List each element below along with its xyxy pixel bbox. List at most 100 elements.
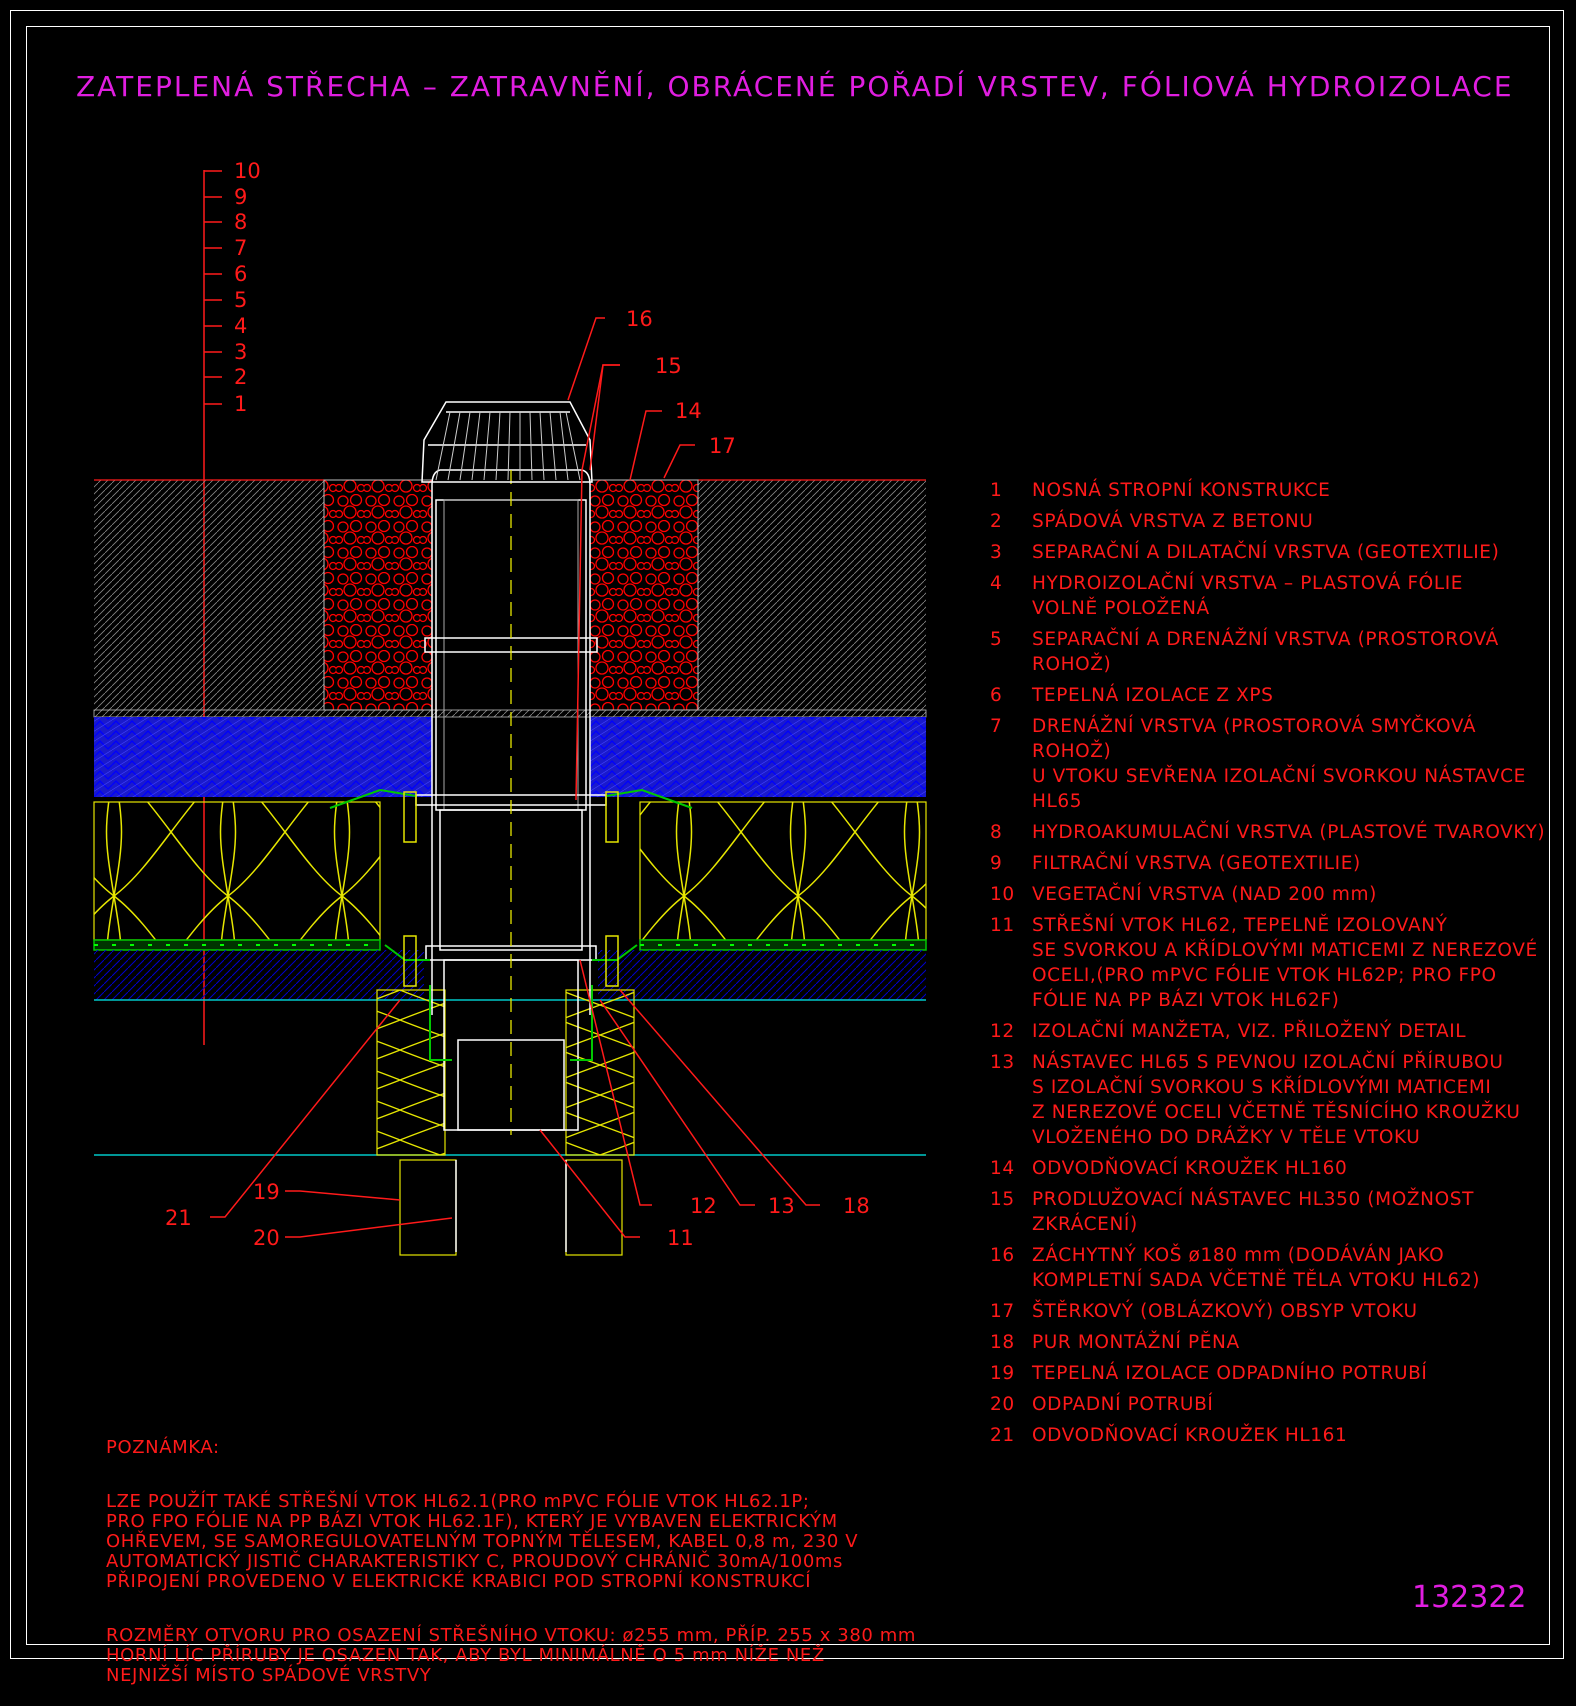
legend-item-number: 16 [990, 1245, 1015, 1266]
callout-16: 16 [626, 307, 653, 331]
callout-20: 20 [253, 1226, 280, 1250]
legend-item: 14 ODVODŇOVACÍ KROUŽEK HL160 [990, 1156, 1550, 1181]
legend-item-text: SPÁDOVÁ VRSTVA Z BETONU [1032, 511, 1314, 532]
xps-layer-left [94, 717, 432, 797]
legend-item: 16 ZÁCHYTNÝ KOŠ ø180 mm (DODÁVÁN JAKO KOM… [990, 1243, 1550, 1293]
legend-item-number: 1 [990, 480, 1003, 501]
legend-item-number: 5 [990, 629, 1003, 650]
legend-item-text: TEPELNÁ IZOLACE ODPADNÍHO POTRUBÍ [1032, 1363, 1428, 1384]
legend-item-number: 11 [990, 915, 1015, 936]
concrete-slope-right [598, 950, 926, 1000]
callout-19: 19 [253, 1180, 280, 1204]
layer-scale-label-10: 10 [234, 159, 261, 183]
gravel-surround-right [589, 479, 699, 711]
layer-scale-label-4: 4 [234, 314, 247, 338]
layer-scale-label-1: 1 [234, 392, 247, 416]
callout-11: 11 [667, 1226, 694, 1250]
legend-item: 9 FILTRAČNÍ VRSTVA (GEOTEXTILIE) [990, 851, 1550, 876]
leader-lines [210, 317, 820, 1238]
legend-item-number: 13 [990, 1052, 1015, 1073]
layer-scale-label-6: 6 [234, 262, 247, 286]
legend-item: 20 ODPADNÍ POTRUBÍ [990, 1392, 1550, 1417]
legend-item: 18 PUR MONTÁŽNÍ PĚNA [990, 1330, 1550, 1355]
legend-item-number: 7 [990, 716, 1003, 737]
legend-item-text: IZOLAČNÍ MANŽETA, VIZ. PŘILOŽENÝ DETAIL [1032, 1021, 1467, 1042]
legend-item-text: STŘEŠNÍ VTOK HL62, TEPELNĚ IZOLOVANÝ SE … [1032, 915, 1538, 1011]
xps-layer-right [590, 717, 926, 797]
legend-item-text: ŠTĚRKOVÝ (OBLÁZKOVÝ) OBSYP VTOKU [1032, 1301, 1418, 1322]
callout-13: 13 [768, 1194, 795, 1218]
callout-17: 17 [709, 434, 736, 458]
legend-item-text: SEPARAČNÍ A DILATAČNÍ VRSTVA (GEOTEXTILI… [1032, 542, 1500, 563]
section-drawing: 10 9 8 7 6 5 4 3 2 1 [93, 159, 927, 1256]
drawing-frame-outer [10, 10, 1564, 1659]
gravel-surround-left [323, 479, 433, 711]
legend-item-text: HYDROAKUMULAČNÍ VRSTVA (PLASTOVÉ TVAROVK… [1032, 822, 1546, 843]
callout-21: 21 [165, 1206, 192, 1230]
layer-scale-label-9: 9 [234, 185, 247, 209]
callout-18: 18 [843, 1194, 870, 1218]
legend-item-text: SEPARAČNÍ A DRENÁŽNÍ VRSTVA (PROSTOROVÁ … [1032, 629, 1499, 675]
legend-item: 8 HYDROAKUMULAČNÍ VRSTVA (PLASTOVÉ TVAROV… [990, 820, 1550, 845]
legend-item-number: 18 [990, 1332, 1015, 1353]
legend-item: 4 HYDROIZOLAČNÍ VRSTVA – PLASTOVÁ FÓLIE V… [990, 571, 1550, 621]
legend-item-text: NOSNÁ STROPNÍ KONSTRUKCE [1032, 480, 1331, 501]
legend-item-text: PUR MONTÁŽNÍ PĚNA [1032, 1332, 1240, 1353]
legend-item-number: 21 [990, 1425, 1015, 1446]
legend-item-text: ODVODŇOVACÍ KROUŽEK HL160 [1032, 1158, 1348, 1179]
drawing-frame-inner [26, 26, 1550, 1645]
legend-item-text: NÁSTAVEC HL65 S PEVNOU IZOLAČNÍ PŘÍRUBOU… [1032, 1052, 1521, 1148]
layer-scale-label-2: 2 [234, 365, 247, 389]
legend-item-text: FILTRAČNÍ VRSTVA (GEOTEXTILIE) [1032, 853, 1361, 874]
legend-item-text: ODPADNÍ POTRUBÍ [1032, 1394, 1214, 1415]
legend-item: 10 VEGETAČNÍ VRSTVA (NAD 200 mm) [990, 882, 1550, 907]
legend-item-number: 17 [990, 1301, 1015, 1322]
legend-item: 12 IZOLAČNÍ MANŽETA, VIZ. PŘILOŽENÝ DETAI… [990, 1019, 1550, 1044]
legend-item-text: HYDROIZOLAČNÍ VRSTVA – PLASTOVÁ FÓLIE VO… [1032, 573, 1464, 619]
legend-item: 6 TEPELNÁ IZOLACE Z XPS [990, 683, 1550, 708]
legend-item-number: 4 [990, 573, 1003, 594]
legend-item-text: DRENÁŽNÍ VRSTVA (PROSTOROVÁ SMYČKOVÁ ROH… [1032, 716, 1526, 812]
layer-scale-label-3: 3 [234, 340, 247, 364]
legend-item-number: 9 [990, 853, 1003, 874]
legend-item: 7 DRENÁŽNÍ VRSTVA (PROSTOROVÁ SMYČKOVÁ RO… [990, 714, 1550, 814]
waste-pipe [399, 1159, 623, 1256]
concrete-slope-left [94, 950, 424, 1000]
legend-item-text: TEPELNÁ IZOLACE Z XPS [1032, 685, 1274, 706]
vegetation-layer-right [698, 480, 926, 710]
roof-outlet [329, 469, 693, 1135]
legend-item-number: 14 [990, 1158, 1015, 1179]
vegetation-layer-left [94, 480, 324, 710]
membrane-layer [93, 939, 927, 951]
layer-scale-label-7: 7 [234, 236, 247, 260]
callout-12: 12 [690, 1194, 717, 1218]
legend-item-text: ZÁCHYTNÝ KOŠ ø180 mm (DODÁVÁN JAKO KOMPL… [1032, 1245, 1481, 1291]
legend-item-number: 8 [990, 822, 1003, 843]
notes-heading: POZNÁMKA: [106, 1437, 220, 1458]
legend-item-number: 20 [990, 1394, 1015, 1415]
legend-item: 2 SPÁDOVÁ VRSTVA Z BETONU [990, 509, 1550, 534]
drawing-title: ZATEPLENÁ STŘECHA – ZATRAVNĚNÍ, OBRÁCENÉ… [76, 70, 1514, 103]
legend-list: 1 NOSNÁ STROPNÍ KONSTRUKCE 2 SPÁDOVÁ VRSTV… [990, 478, 1550, 1454]
legend-item: 11 STŘEŠNÍ VTOK HL62, TEPELNĚ IZOLOVANÝ S… [990, 913, 1550, 1013]
pipe-insulation-left [376, 989, 446, 1156]
insulation-layer-right [639, 801, 927, 941]
legend-item-number: 6 [990, 685, 1003, 706]
legend-item: 17 ŠTĚRKOVÝ (OBLÁZKOVÝ) OBSYP VTOKU [990, 1299, 1550, 1324]
notes-paragraph-2: ROZMĚRY OTVORU PRO OSAZENÍ STŘEŠNÍHO VTO… [106, 1625, 917, 1686]
legend-item-number: 10 [990, 884, 1015, 905]
layer-scale-ticks [204, 170, 222, 405]
legend-item-number: 15 [990, 1189, 1015, 1210]
legend-item-number: 12 [990, 1021, 1015, 1042]
legend-item-text: VEGETAČNÍ VRSTVA (NAD 200 mm) [1032, 884, 1377, 905]
insulation-layer-left [93, 801, 381, 941]
legend-item-number: 2 [990, 511, 1003, 532]
notes-paragraph-1: LZE POUŽÍT TAKÉ STŘEŠNÍ VTOK HL62.1(PRO … [106, 1491, 859, 1592]
drawing-number: 132322 [1412, 1580, 1527, 1615]
callout-15: 15 [655, 354, 682, 378]
legend-item: 13 NÁSTAVEC HL65 S PEVNOU IZOLAČNÍ PŘÍRUB… [990, 1050, 1550, 1150]
